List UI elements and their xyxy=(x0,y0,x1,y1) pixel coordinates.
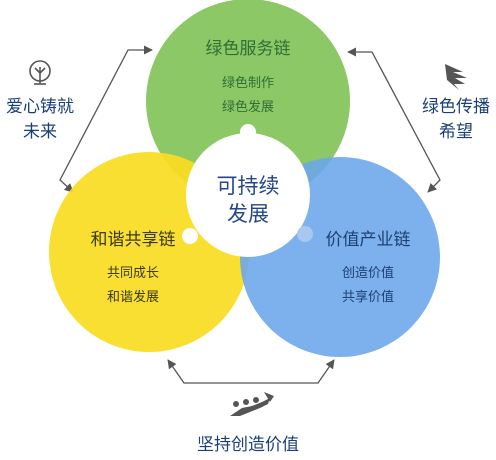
left-label-line1: 爱心铸就 xyxy=(6,97,74,117)
wing-icon xyxy=(445,64,467,90)
blue-item-2: 共享价值 xyxy=(342,289,394,305)
center-circle xyxy=(182,124,313,257)
yellow-item-1: 共同成长 xyxy=(107,266,159,281)
bottom-label: 坚持创造价值 xyxy=(197,435,299,455)
yellow-item-2: 和谐发展 xyxy=(107,289,159,305)
left-label-line2: 未来 xyxy=(23,122,57,142)
yellow-title: 和谐共享链 xyxy=(91,230,176,250)
arrow-bottom xyxy=(167,359,335,384)
arrow-left xyxy=(59,45,153,193)
center-label-line2: 发展 xyxy=(227,202,269,226)
blue-title: 价值产业链 xyxy=(326,230,411,250)
tree-icon xyxy=(29,60,51,85)
center-label-line1: 可持续 xyxy=(217,174,280,198)
right-label-line1: 绿色传播 xyxy=(422,97,490,117)
right-label-line2: 希望 xyxy=(439,122,473,142)
circle-green xyxy=(146,0,350,203)
blue-item-1: 创造价值 xyxy=(342,265,394,281)
arrow-right xyxy=(347,47,441,193)
green-item-1: 绿色制作 xyxy=(222,75,274,91)
green-title: 绿色服务链 xyxy=(206,39,291,59)
people-growth-icon xyxy=(230,392,274,416)
green-item-2: 绿色发展 xyxy=(222,99,274,115)
